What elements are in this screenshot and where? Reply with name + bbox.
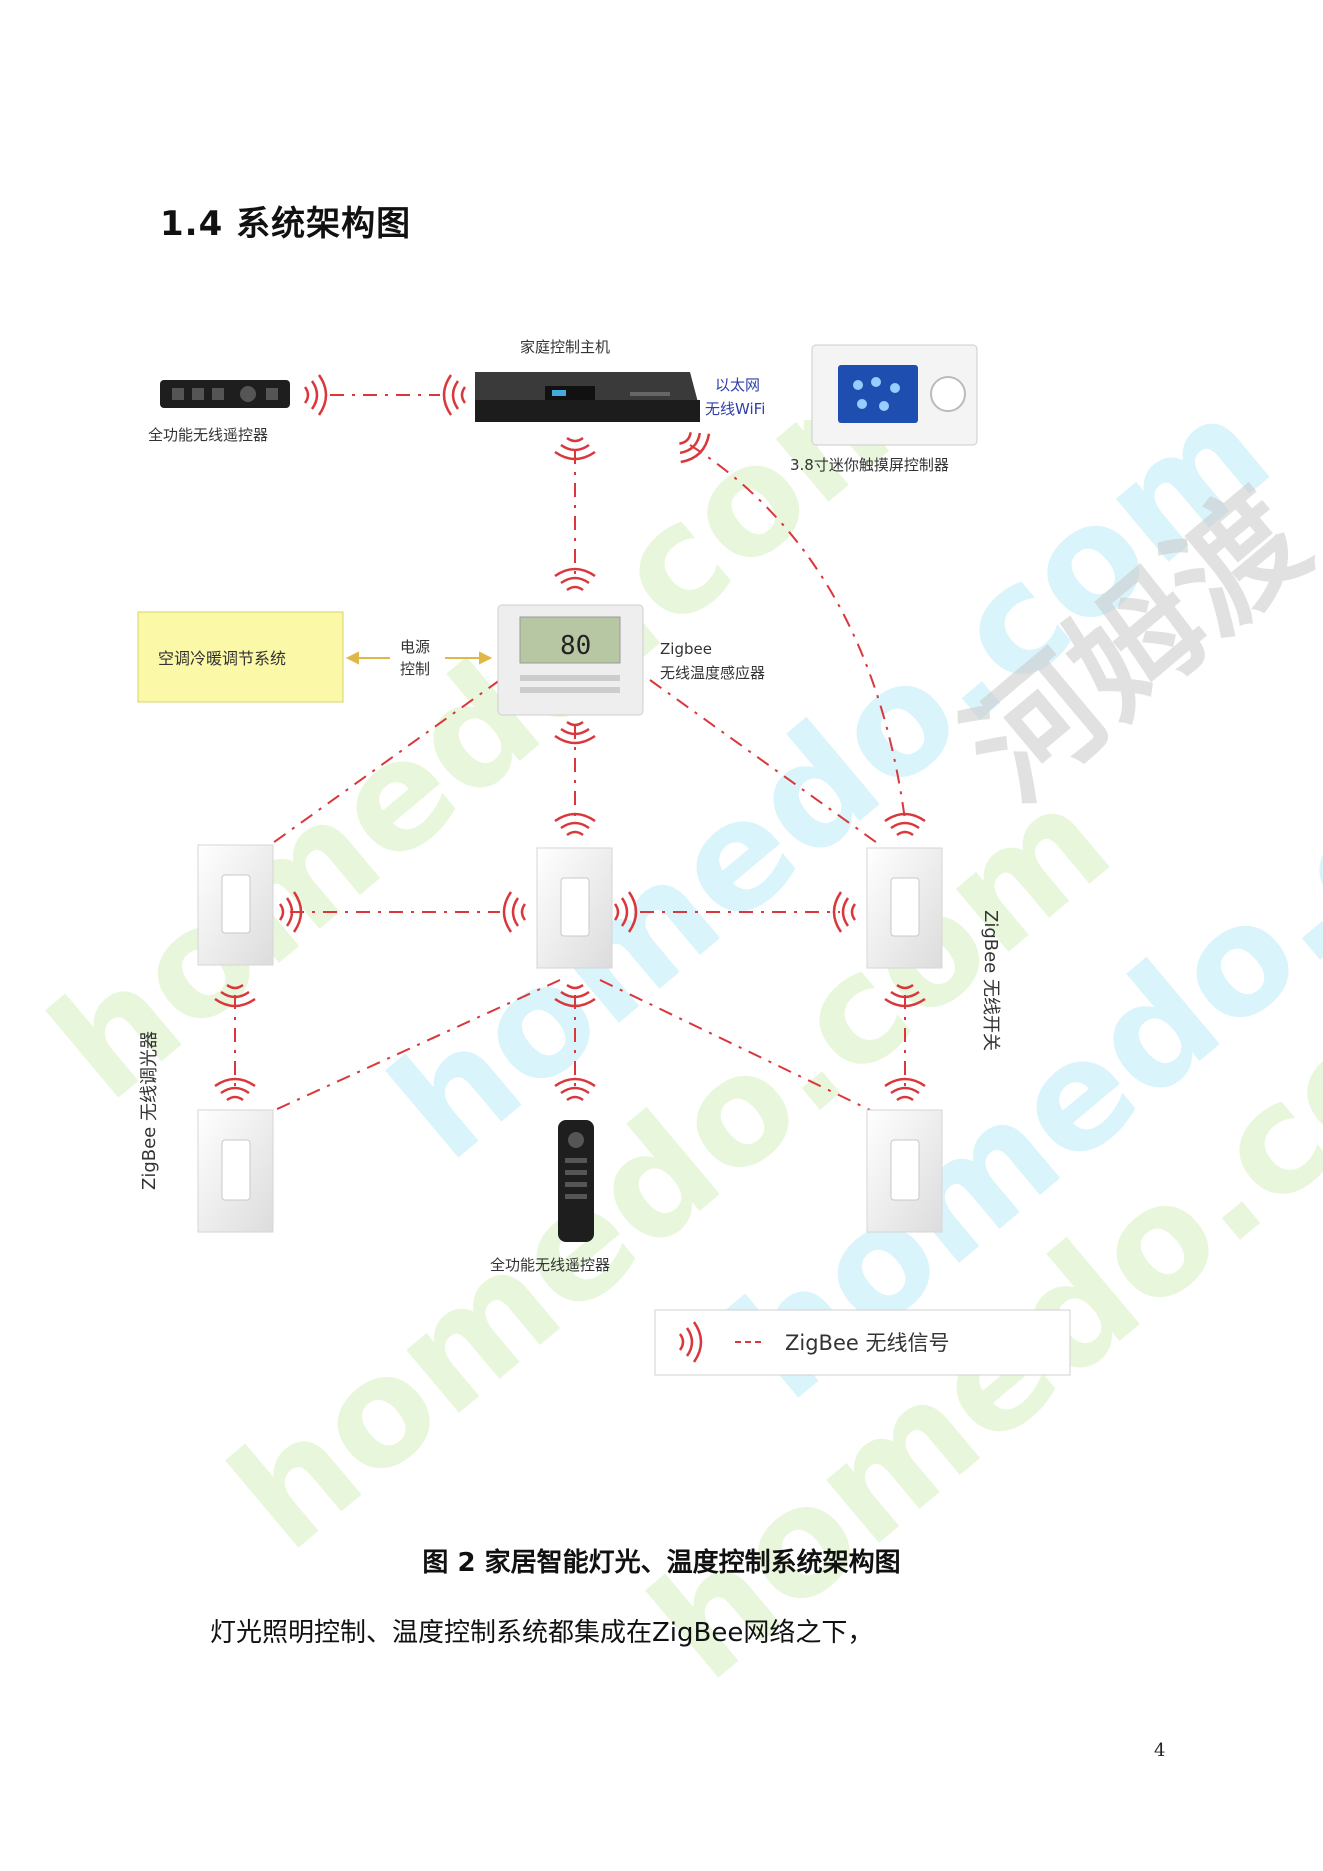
ac-box-label: 空调冷暖调节系统	[158, 649, 286, 668]
zigbee-switch-label: ZigBee 无线开关	[980, 910, 1001, 1051]
thermostat-label-2: 无线温度感应器	[660, 664, 765, 682]
host-label: 家庭控制主机	[520, 338, 610, 356]
wall-switch-right-icon	[866, 847, 943, 969]
wall-switch-center-icon	[536, 847, 613, 969]
zigbee-dimmer-label: ZigBee 无线调光器	[139, 1031, 160, 1190]
thermostat-display: 80	[560, 631, 591, 661]
figure-caption: 图 2 家居智能灯光、温度控制系统架构图	[422, 1548, 901, 1578]
thermostat-icon	[497, 604, 644, 716]
remote-control-top-icon	[160, 380, 290, 408]
legend-label: ZigBee 无线信号	[785, 1331, 949, 1355]
remote-top-label: 全功能无线遥控器	[148, 426, 268, 444]
body-paragraph: 灯光照明控制、温度控制系统都集成在ZigBee网络之下，	[210, 1618, 874, 1648]
touchscreen-controller-icon	[811, 344, 978, 446]
remote-bottom-label: 全功能无线遥控器	[490, 1256, 610, 1274]
section-title: 1.4 系统架构图	[160, 204, 412, 244]
dimmer-switch-left-icon	[197, 1109, 274, 1233]
thermostat-label-1: Zigbee	[660, 640, 712, 658]
touch-label: 3.8寸迷你触摸屏控制器	[790, 456, 949, 474]
signal-links	[234, 394, 906, 1111]
wall-switch-bottom-right-icon	[866, 1109, 943, 1233]
signal-wave-icons	[213, 373, 927, 1102]
wifi-label: 无线WiFi	[705, 400, 765, 418]
power-label-1: 电源	[400, 638, 430, 656]
page-number: 4	[1154, 1740, 1166, 1761]
power-control-arrows	[345, 651, 493, 665]
home-host-icon	[475, 372, 700, 422]
power-label-2: 控制	[400, 660, 430, 678]
wall-switch-left-icon	[197, 844, 274, 966]
remote-control-bottom-icon	[558, 1120, 594, 1242]
ac-system-box	[137, 611, 344, 703]
legend: ZigBee 无线信号	[654, 1309, 1071, 1376]
ethernet-label: 以太网	[715, 376, 760, 394]
